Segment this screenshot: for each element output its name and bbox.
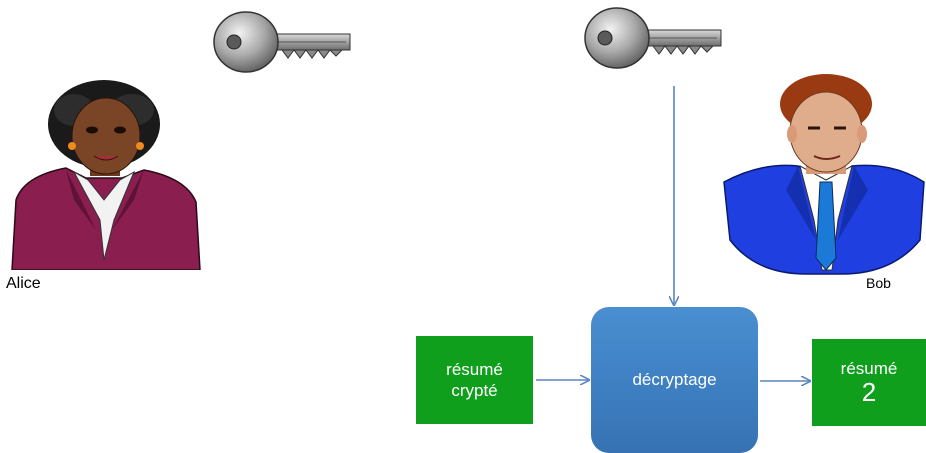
digest-result-box: résumé 2 [812,339,926,426]
alice-figure-icon [11,80,201,270]
bob-figure-icon [723,74,925,275]
encrypted-digest-box: résumé crypté [416,336,533,424]
alice-key-icon [213,11,351,73]
decryption-label: décryptage [632,370,717,389]
decryption-box: décryptage [591,307,758,453]
digest-result-line1: résumé [840,359,898,379]
bob-label: Bob [866,275,891,291]
alice-label: Alice [6,275,41,292]
bob-key-icon [584,7,722,69]
encrypted-digest-line1: résumé [446,359,503,379]
digest-result-line2: 2 [861,377,877,408]
encrypted-digest-line2: crypté [451,381,498,400]
